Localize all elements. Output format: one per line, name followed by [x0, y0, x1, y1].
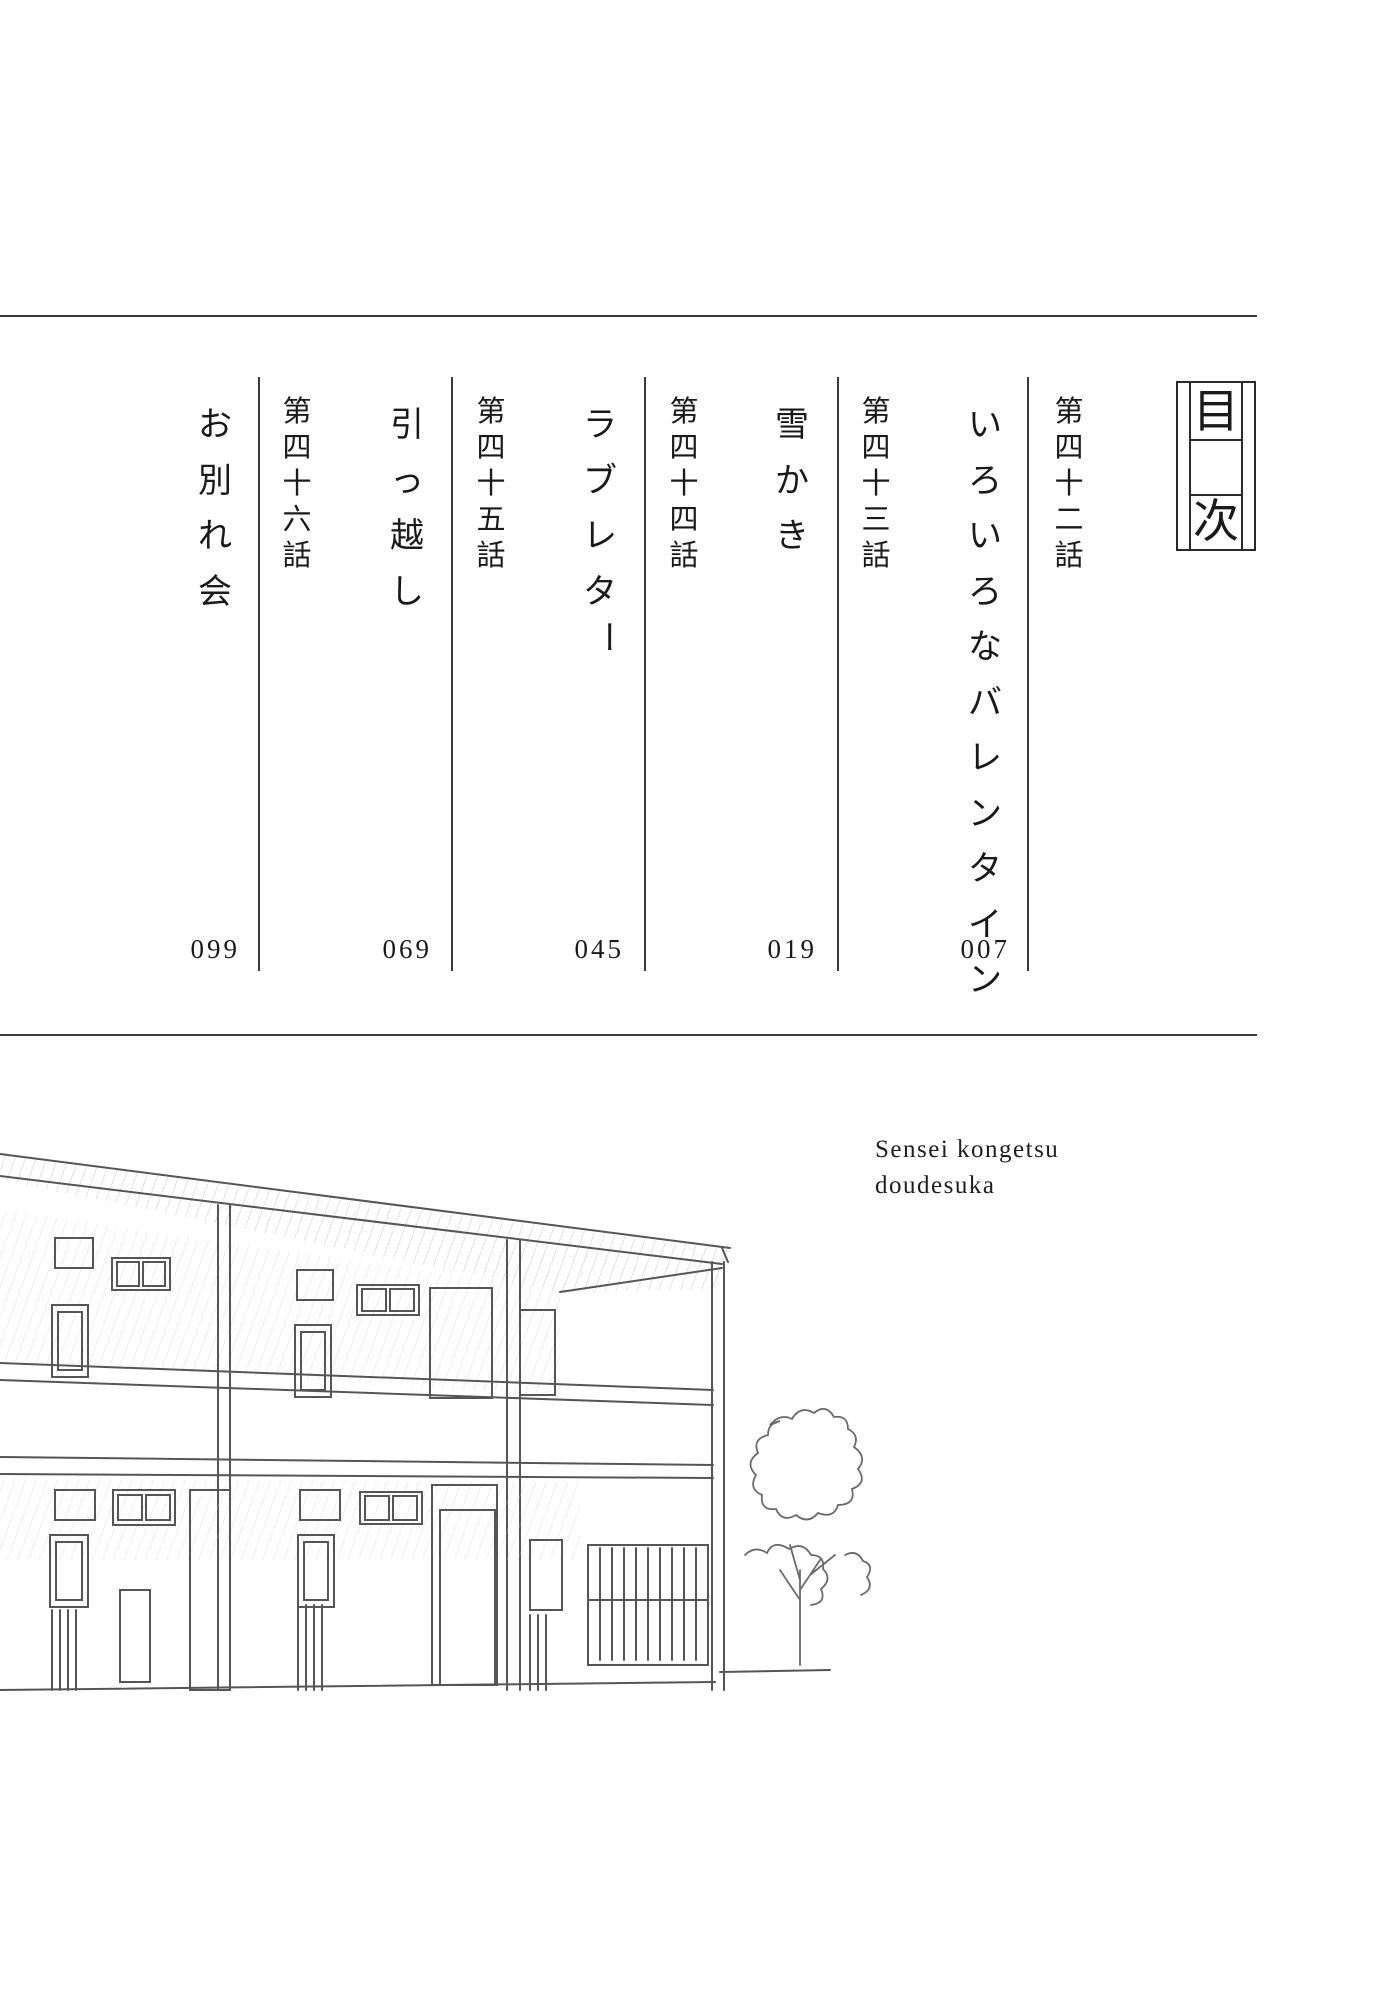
char: 三 [861, 502, 891, 536]
char: ー [586, 620, 627, 654]
subtitle-line-1: Sensei kongetsu [875, 1136, 1060, 1163]
char: 雪 [775, 405, 809, 445]
char: れ [198, 516, 232, 556]
char: 第 [669, 394, 699, 428]
chapter-42-title[interactable]: い ろ い ろ な バ レ ン タ イ ン [963, 398, 1007, 1009]
char: ン [968, 793, 1002, 834]
char: ろ [968, 571, 1002, 612]
toc-heading-spacer [1191, 439, 1241, 496]
toc-heading-char-2: 次 [1193, 494, 1239, 548]
char: 十 [282, 466, 312, 500]
chapter-45-page: 069 [382, 934, 432, 964]
char: 十 [476, 466, 506, 500]
chapter-46-number: 第 四 十 六 話 [280, 393, 314, 573]
chapter-46-title[interactable]: お 別 れ 会 [193, 398, 237, 620]
char: ン [968, 960, 1002, 1000]
chapter-44-number: 第 四 十 四 話 [667, 393, 701, 573]
char: 話 [476, 538, 506, 572]
column-separator [644, 377, 646, 971]
char: 別 [198, 460, 232, 501]
char: 話 [1054, 538, 1084, 572]
subtitle-line-2: doudesuka [875, 1172, 996, 1199]
chapter-46-page: 099 [190, 934, 240, 964]
char: 十 [1054, 466, 1084, 500]
chapter-44-title[interactable]: ラ ブ レ タ ー [578, 398, 627, 654]
chapter-43-number: 第 四 十 三 話 [859, 393, 893, 573]
char: 十 [669, 466, 699, 500]
char: お [198, 405, 232, 445]
char: 四 [476, 430, 506, 464]
char: バ [968, 682, 1002, 723]
chapter-42-number: 第 四 十 二 話 [1052, 393, 1086, 573]
char: 第 [861, 394, 891, 428]
char: イ [968, 904, 1002, 945]
column-separator [837, 377, 839, 971]
char: レ [968, 738, 1002, 778]
char: ろ [968, 460, 1002, 501]
char: ブ [583, 460, 617, 501]
char: 四 [669, 430, 699, 464]
series-subtitle: Sensei kongetsu doudesuka [875, 1132, 1059, 1204]
char: レ [583, 516, 617, 556]
char: 引 [390, 405, 424, 445]
char: 六 [282, 502, 312, 536]
chapter-44-page: 045 [574, 934, 624, 964]
char: 第 [1054, 394, 1084, 428]
char: な [968, 627, 1002, 667]
char: き [775, 516, 809, 556]
char: 話 [669, 538, 699, 572]
column-separator [258, 377, 260, 971]
char: 五 [476, 502, 506, 536]
char: 四 [1054, 430, 1084, 464]
char: 第 [476, 394, 506, 428]
toc-heading-box: 目 次 [1176, 381, 1256, 551]
char: タ [968, 849, 1002, 889]
chapter-42-page: 007 [960, 934, 1010, 964]
bottom-rule [0, 1034, 1257, 1036]
char: し [390, 571, 424, 612]
char: タ [583, 571, 617, 612]
char: っ [390, 460, 424, 501]
chapter-45-number: 第 四 十 五 話 [474, 393, 508, 573]
char: 話 [861, 538, 891, 572]
char: 四 [282, 430, 312, 464]
char: 話 [282, 538, 312, 572]
chapter-43-page: 019 [767, 934, 817, 964]
char: か [775, 460, 809, 501]
char: ラ [583, 405, 617, 445]
char: 二 [1054, 502, 1084, 536]
chapter-45-title[interactable]: 引 っ 越 し [385, 398, 429, 620]
char: い [968, 405, 1002, 445]
column-separator [451, 377, 453, 971]
column-separator [1027, 377, 1029, 971]
char: 第 [282, 394, 312, 428]
toc-heading-char-1: 目 [1191, 383, 1241, 441]
char: 四 [669, 502, 699, 536]
char: 十 [861, 466, 891, 500]
top-rule [0, 315, 1257, 317]
chapter-43-title[interactable]: 雪 か き [770, 398, 814, 565]
apartment-building-illustration [0, 1153, 872, 1691]
char: 四 [861, 430, 891, 464]
char: 会 [198, 571, 232, 612]
char: い [968, 516, 1002, 556]
char: 越 [390, 516, 424, 556]
